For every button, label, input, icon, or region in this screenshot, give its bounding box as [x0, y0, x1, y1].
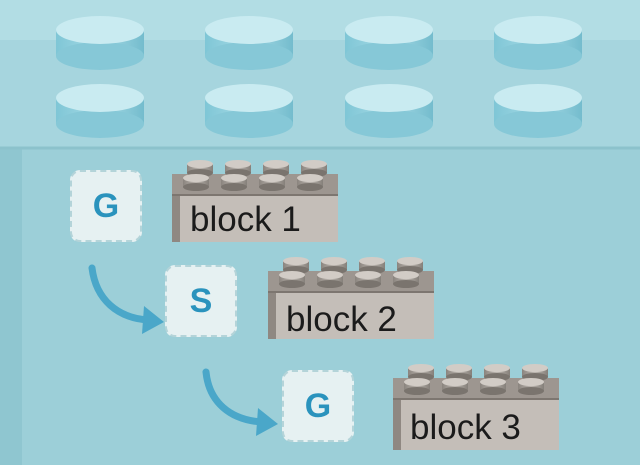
grey-bricks — [172, 160, 559, 450]
step-3-letter: G — [304, 387, 332, 425]
lego-brick-icon — [172, 160, 338, 242]
step-2-letter: S — [189, 282, 213, 320]
curved-arrow-icon — [202, 368, 278, 436]
stud-icon — [345, 84, 433, 138]
stud-icon — [494, 16, 582, 70]
step-1-letter-tile: G — [70, 170, 142, 242]
step-1-block-label: block 1 — [190, 200, 301, 239]
stud-icon — [494, 84, 582, 138]
step-3-block-label: block 3 — [410, 408, 521, 447]
stud-icon — [205, 84, 293, 138]
stud-icon — [56, 16, 144, 70]
curved-arrow-icon — [88, 264, 164, 334]
stud-icon — [56, 84, 144, 138]
stud-icon — [205, 16, 293, 70]
background-brick-studs — [56, 16, 582, 138]
lego-brick-icon — [393, 364, 559, 450]
step-2-letter-tile: S — [165, 265, 237, 337]
step-3-letter-tile: G — [282, 370, 354, 442]
stud-icon — [345, 16, 433, 70]
lego-brick-icon — [268, 257, 434, 339]
step-1-letter: G — [92, 187, 120, 225]
step-2-block-label: block 2 — [286, 300, 397, 339]
